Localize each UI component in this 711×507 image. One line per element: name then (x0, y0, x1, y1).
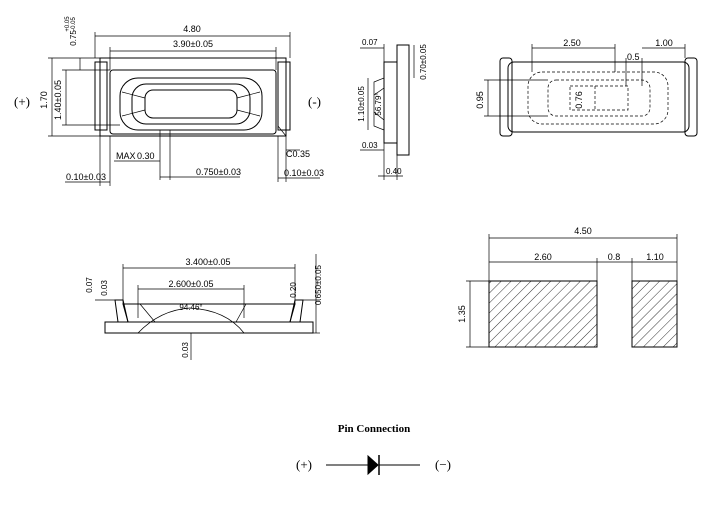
side-lens-height: 1.10±0.05 (357, 86, 366, 122)
front-bottom-step: 0.03 (181, 342, 190, 358)
pad-total-length: 4.50 (574, 226, 592, 236)
front-base (104, 321, 314, 334)
pin-cathode-label: (−) (435, 457, 451, 472)
bottom-left-lead (499, 57, 513, 137)
front-top-length: 3.400±0.05 (186, 257, 231, 267)
pad-width-dim: 1.00 (655, 38, 673, 48)
pad-layout: 4.50 2.60 0.8 1.10 1.35 (457, 226, 678, 348)
body-outline (99, 57, 287, 137)
side-top-thickness: 0.07 (362, 38, 378, 47)
center-offset-dim: 0.750±0.03 (196, 167, 241, 177)
lead-height-dim: 0.75 (69, 30, 78, 46)
left-gap-dim: 0.10±0.03 (66, 172, 106, 182)
overall-length-dim: 4.80 (183, 24, 201, 34)
front-inner-length: 2.600±0.05 (169, 279, 214, 289)
pin-connection: Pin Connection (+) (−) (296, 423, 451, 476)
side-bottom-thickness: 0.03 (362, 141, 378, 150)
side-lead-depth: 0.70±0.05 (419, 44, 428, 80)
side-angle: 56.79° (374, 92, 383, 115)
lead-height-tol-plus: +0.05 (65, 16, 71, 32)
front-right-step: 0.20 (289, 282, 298, 298)
large-pad (488, 280, 598, 348)
bottom-inner-dashed (547, 79, 651, 117)
pin-anode-label: (+) (296, 457, 312, 472)
large-pad-dim: 2.60 (534, 252, 552, 262)
right-gap-dim: 0.10±0.03 (284, 168, 324, 178)
left-lead (94, 61, 108, 131)
side-width: 0.40 (386, 167, 402, 176)
side-view: 0.07 0.70±0.05 1.10±0.05 56.79° 0.03 0.4… (357, 38, 428, 180)
max-value: 0.30 (137, 151, 155, 161)
small-pad-dim: 1.10 (646, 252, 664, 262)
pad-span-dim: 2.50 (563, 38, 581, 48)
side-body (383, 61, 398, 144)
front-view: 3.400±0.05 2.600±0.05 94.46° 0.07 0.03 0… (85, 254, 323, 360)
lead-height-tol-minus: -0.05 (71, 17, 77, 31)
front-left-top: 0.07 (85, 277, 94, 293)
bottom-body (507, 61, 690, 133)
body-height-dim: 1.70 (39, 91, 49, 109)
pad-height-dim: 1.35 (457, 305, 467, 323)
top-view: 4.80 3.90±0.05 1.70 1.40±0.05 0.75 +0.05… (14, 16, 324, 186)
body-inner (109, 69, 277, 135)
front-total-height: 0.650±0.05 (314, 264, 323, 305)
lens-height-dim: 1.40±0.05 (53, 80, 63, 120)
bottom-gap-dim: 0.5 (627, 52, 640, 62)
diode-symbol-icon (367, 454, 379, 476)
right-lead (277, 61, 291, 131)
lens-outer (119, 77, 263, 131)
lens-middle (131, 83, 251, 125)
max-label: MAX (116, 151, 136, 161)
small-pad (631, 280, 678, 348)
lens-length-dim: 3.90±0.05 (173, 39, 213, 49)
bottom-pad-height: 0.95 (475, 91, 485, 109)
bottom-inner-height: 0.76 (574, 91, 584, 109)
front-angle: 94.46° (179, 303, 202, 312)
bottom-chip-dashed (569, 85, 629, 111)
lens-inner (144, 89, 238, 119)
bottom-outline-dashed (527, 71, 669, 125)
front-lens-cavity (122, 303, 296, 323)
side-lead (396, 44, 410, 156)
cathode-label: (-) (308, 94, 321, 109)
anode-label: (+) (14, 94, 30, 109)
pad-gap-dim: 0.8 (608, 252, 621, 262)
bottom-right-lead (684, 57, 698, 137)
chamfer-dim: C0.35 (286, 149, 310, 159)
bottom-view: 2.50 0.5 1.00 0.95 0.76 (475, 38, 698, 137)
pin-connection-title: Pin Connection (338, 423, 410, 435)
front-left-step: 0.03 (100, 280, 109, 296)
